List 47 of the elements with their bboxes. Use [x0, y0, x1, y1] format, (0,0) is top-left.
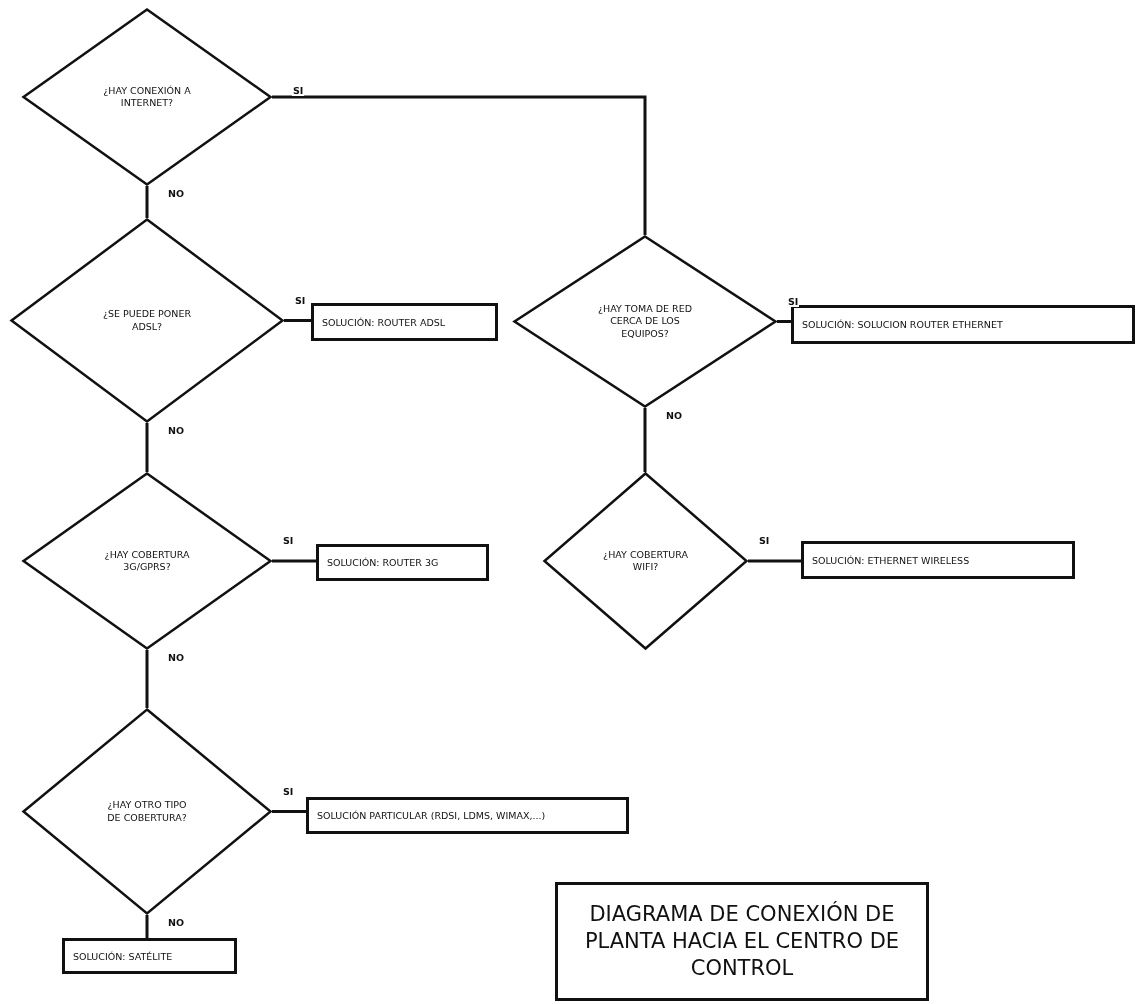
connector-line [272, 559, 316, 563]
solution-text: SOLUCIÓN: ROUTER ADSL [322, 316, 446, 328]
solution-text: SOLUCIÓN: ROUTER 3G [327, 557, 439, 568]
question-text: ¿HAY TOMA DE RED CERCA DE LOS EQUIPOS? [597, 303, 693, 340]
solution-box [62, 938, 237, 974]
decision-diamond [543, 472, 748, 650]
edge-label: SI [787, 295, 800, 307]
edge-label: NO [167, 425, 186, 436]
title-text: DIAGRAMA DE CONEXIÓN DE PLANTA HACIA EL CENTRO DE CONTROL [583, 900, 901, 983]
connector-line [272, 810, 306, 813]
edge-label: SI [282, 785, 295, 797]
question-text: ¿HAY OTRO TIPO DE COBERTURA? [106, 799, 188, 824]
connector-line [145, 915, 149, 938]
decision-diamond [22, 708, 272, 915]
edge-label: SI [758, 535, 771, 546]
connector-line [643, 408, 647, 472]
question-text: ¿HAY COBERTURA WIFI? [602, 548, 689, 574]
solution-box [791, 305, 1135, 344]
connector-line [145, 186, 149, 218]
solution-text: SOLUCIÓN: ETHERNET WIRELESS [812, 554, 970, 566]
solution-text: SOLUCIÓN: SOLUCION ROUTER ETHERNET [802, 319, 1003, 330]
edge-label: SI [294, 294, 307, 306]
edge-label: SI [282, 535, 295, 546]
connector-line [284, 319, 311, 322]
decision-diamond [10, 218, 284, 423]
solution-text: SOLUCIÓN PARTICULAR (RDSI, LDMS, WIMAX,...) [317, 810, 546, 821]
edge-label: NO [167, 188, 186, 199]
edge-label: NO [665, 410, 684, 421]
solution-box [306, 797, 629, 834]
solution-box [311, 303, 498, 341]
solution-box [316, 544, 489, 581]
edge-label: NO [167, 652, 186, 663]
decision-diamond [22, 472, 272, 650]
connector-line [777, 320, 791, 323]
solution-text: SOLUCIÓN: SATÉLITE [73, 950, 173, 962]
question-text: ¿HAY CONEXIÓN A INTERNET? [102, 84, 192, 110]
connector-line [272, 95, 647, 235]
decision-diamond [513, 235, 777, 408]
solution-box [801, 541, 1075, 579]
decision-diamond [22, 8, 272, 186]
edge-label: NO [167, 917, 186, 928]
edge-label: SI [292, 85, 305, 96]
connector-line [145, 423, 149, 472]
question-text: ¿SE PUEDE PONER ADSL? [101, 308, 192, 333]
connector-line [748, 559, 801, 563]
question-text: ¿HAY COBERTURA 3G/GPRS? [103, 548, 191, 574]
connector-line [145, 650, 149, 708]
